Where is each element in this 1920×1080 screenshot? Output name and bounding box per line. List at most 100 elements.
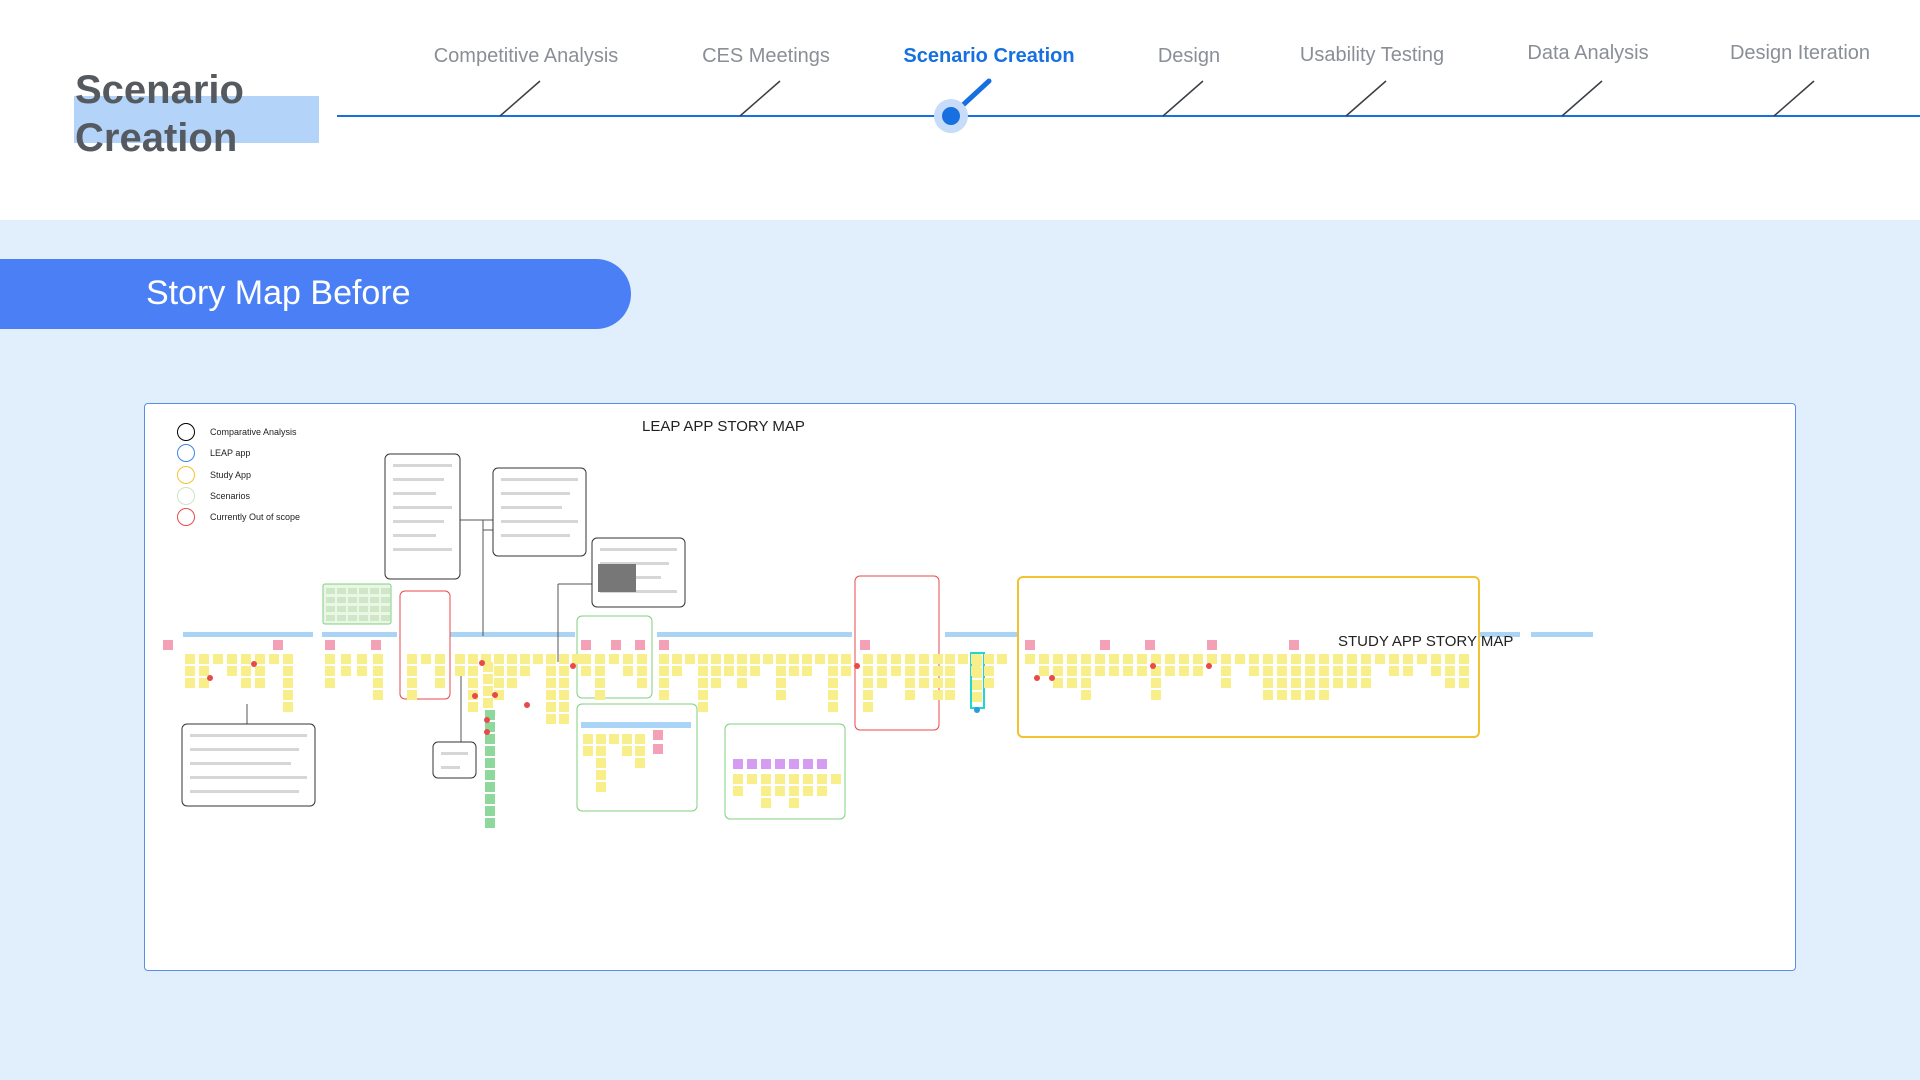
sticky-note xyxy=(711,678,721,688)
timeline-step-2[interactable]: CES Meetings xyxy=(702,45,830,67)
sticky-note xyxy=(933,678,943,688)
sticky-note xyxy=(1039,654,1049,664)
sticky-note xyxy=(596,746,606,756)
thumb-text-line xyxy=(393,492,436,495)
sticky-note xyxy=(227,666,237,676)
sticky-note xyxy=(775,759,785,769)
sticky-note xyxy=(1319,654,1329,664)
timeline-step-4[interactable]: Design xyxy=(1157,45,1221,67)
sticky-note xyxy=(371,640,381,650)
sticky-note xyxy=(637,678,647,688)
scenario-cell xyxy=(370,597,379,603)
out-of-scope-frame xyxy=(854,575,940,731)
scenario-cell xyxy=(359,597,368,603)
timeline-step-5[interactable]: Usability Testing xyxy=(1299,44,1445,66)
sticky-note xyxy=(1445,666,1455,676)
timeline-step-3[interactable]: Scenario Creation xyxy=(903,45,1075,67)
sticky-note xyxy=(1291,666,1301,676)
medications-screen-thumbnail xyxy=(432,741,477,779)
marker-dot xyxy=(974,707,980,713)
sticky-note xyxy=(1137,654,1147,664)
sticky-note xyxy=(1305,678,1315,688)
sticky-note xyxy=(483,674,493,684)
scenario-frame xyxy=(724,723,846,820)
sticky-note xyxy=(407,678,417,688)
sticky-note xyxy=(583,734,593,744)
legend-label: Comparative Analysis xyxy=(210,427,297,437)
sticky-note xyxy=(863,678,873,688)
sticky-note xyxy=(1347,654,1357,664)
sticky-note xyxy=(1151,666,1161,676)
sticky-note xyxy=(163,640,173,650)
sticky-note xyxy=(1081,666,1091,676)
thumb-text-line xyxy=(393,506,452,509)
sticky-note xyxy=(1207,640,1217,650)
sticky-note xyxy=(609,654,619,664)
sticky-note xyxy=(802,654,812,664)
scenario-frame xyxy=(576,703,698,812)
sticky-note xyxy=(623,666,633,676)
sticky-note xyxy=(1263,690,1273,700)
timeline-step-1[interactable]: Competitive Analysis xyxy=(433,45,619,67)
sticky-note xyxy=(533,654,543,664)
thumb-text-line xyxy=(600,562,669,565)
activity-header xyxy=(407,632,575,637)
sticky-note xyxy=(803,774,813,784)
scenario-cell xyxy=(326,588,335,594)
sticky-note xyxy=(1193,666,1203,676)
sticky-note xyxy=(747,759,757,769)
sticky-note xyxy=(1277,690,1287,700)
thumb-text-line xyxy=(441,752,468,755)
activity-header xyxy=(183,632,313,637)
sticky-note xyxy=(891,654,901,664)
sticky-note xyxy=(455,666,465,676)
scenario-cell xyxy=(348,615,357,621)
section-banner: Story Map Before xyxy=(0,259,631,329)
sticky-note xyxy=(494,678,504,688)
sticky-note xyxy=(1431,666,1441,676)
thumb-text-line xyxy=(393,478,444,481)
sticky-note xyxy=(596,782,606,792)
sticky-note xyxy=(241,666,251,676)
sticky-note xyxy=(1249,666,1259,676)
scenario-cell xyxy=(381,597,390,603)
sticky-note xyxy=(1025,640,1035,650)
sticky-note xyxy=(1361,678,1371,688)
sticky-note xyxy=(933,654,943,664)
sticky-note xyxy=(483,698,493,708)
sticky-note xyxy=(468,702,478,712)
scenario-cell xyxy=(370,606,379,612)
sticky-note xyxy=(750,666,760,676)
sticky-note xyxy=(817,774,827,784)
sticky-note xyxy=(945,690,955,700)
timeline-step-6[interactable]: Data Analysis xyxy=(1527,42,1649,64)
scenario-cell xyxy=(359,606,368,612)
sticky-note xyxy=(653,730,663,740)
sticky-note xyxy=(559,702,569,712)
sticky-note xyxy=(435,678,445,688)
sticky-note xyxy=(1319,666,1329,676)
sticky-note xyxy=(1179,654,1189,664)
sticky-note xyxy=(761,786,771,796)
sticky-note xyxy=(373,666,383,676)
marker-dot xyxy=(251,661,257,667)
sticky-note xyxy=(1319,690,1329,700)
timeline-marker xyxy=(942,107,960,125)
scenario-cell xyxy=(370,615,379,621)
sticky-note xyxy=(583,746,593,756)
scenario-cell xyxy=(381,615,390,621)
sticky-note xyxy=(1081,678,1091,688)
study-app-frame xyxy=(1017,576,1480,738)
sticky-note xyxy=(653,744,663,754)
thumb-text-line xyxy=(190,762,291,765)
sticky-note xyxy=(1403,666,1413,676)
thumb-text-line xyxy=(501,520,578,523)
sticky-note xyxy=(485,734,495,744)
sticky-note xyxy=(283,654,293,664)
sticky-note xyxy=(596,734,606,744)
legend-swatch xyxy=(177,466,195,484)
scenario-cell xyxy=(337,606,346,612)
legend-item: LEAP app xyxy=(177,444,250,462)
sticky-note xyxy=(283,702,293,712)
timeline-step-7[interactable]: Design Iteration xyxy=(1729,42,1871,64)
